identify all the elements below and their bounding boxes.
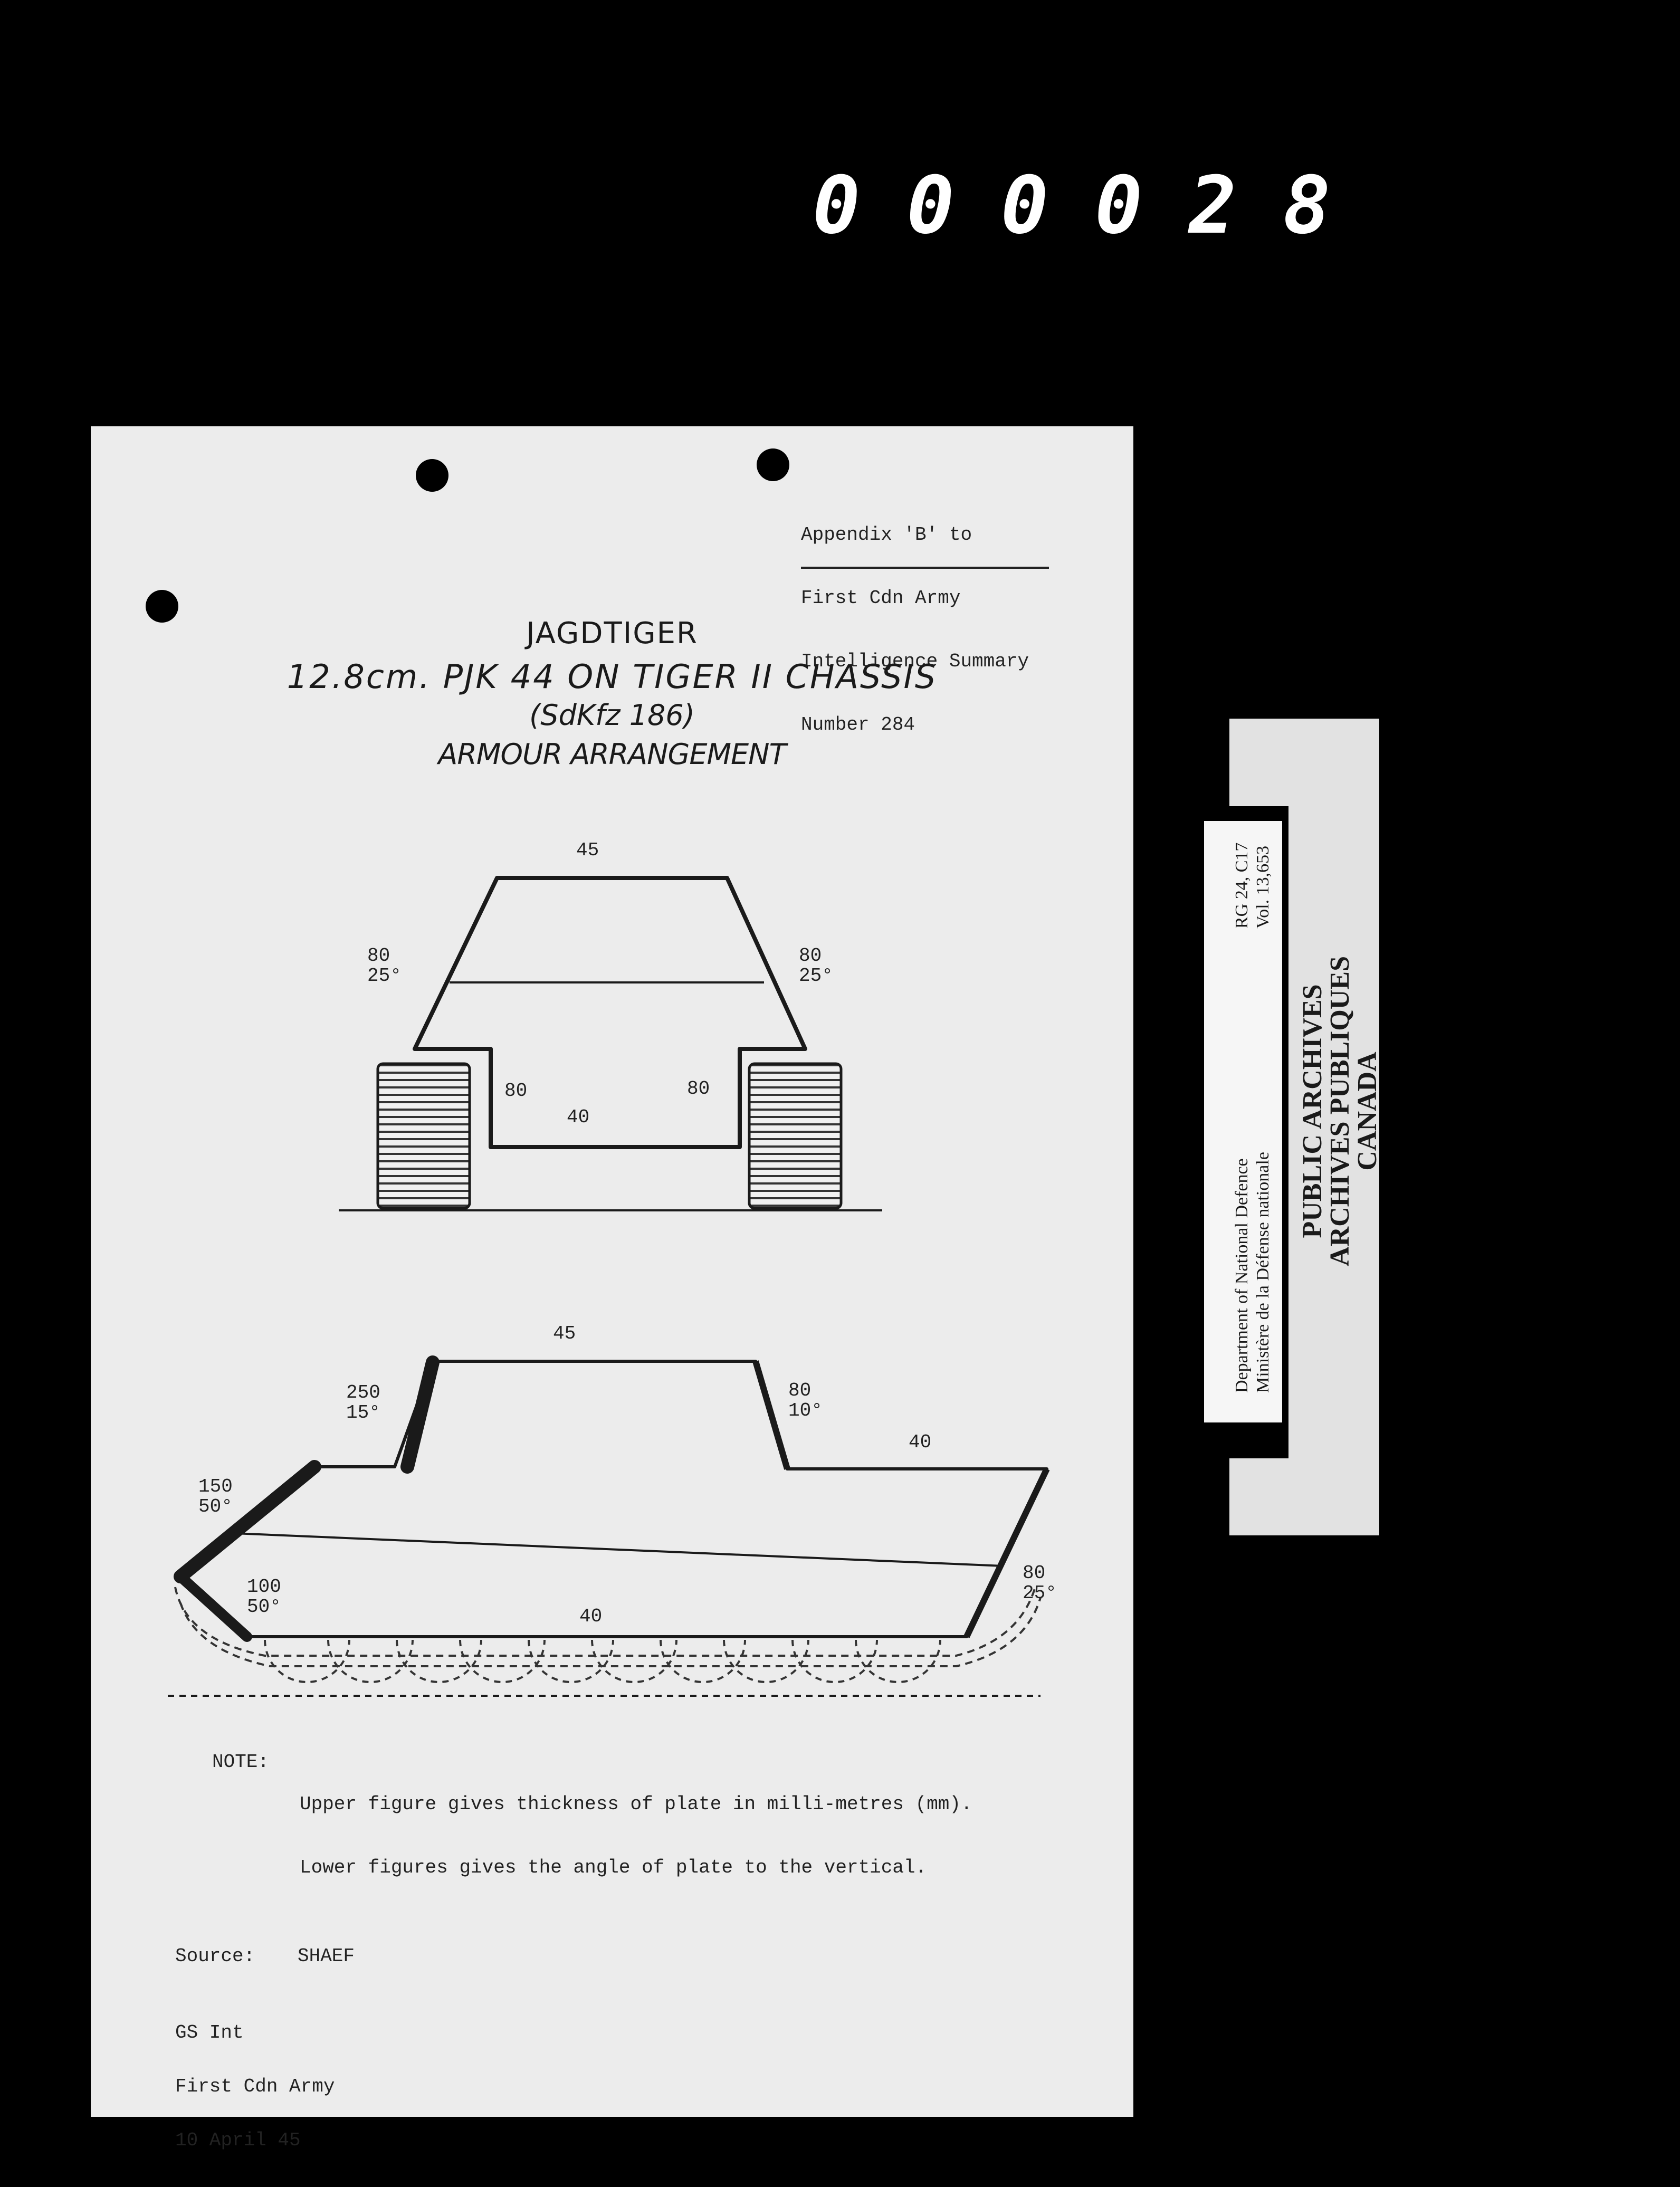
source-value: SHAEF xyxy=(298,1945,355,1967)
appendix-line: Appendix 'B' to xyxy=(801,524,972,546)
stamp-country: CANADA xyxy=(1352,1052,1382,1171)
signature-line: First Cdn Army xyxy=(175,2076,335,2097)
upper-glacis-thickness: 150 xyxy=(198,1476,233,1497)
archive-stamp-card xyxy=(1204,821,1282,1422)
title-gun: 12.8cm. PJK 44 ON TIGER II CHASSIS xyxy=(287,657,938,696)
upper-glacis-plate xyxy=(174,1460,321,1583)
stamp-pa-en: PUBLIC ARCHIVES xyxy=(1297,984,1328,1238)
front-right-thickness: 80 xyxy=(799,945,822,967)
punch-hole xyxy=(416,459,448,492)
side-hull-outline xyxy=(179,1360,1048,1638)
front-top-thickness: 45 xyxy=(576,839,599,861)
source-label: Source: xyxy=(175,1945,255,1967)
road-wheels-dashed xyxy=(264,1639,941,1683)
left-track xyxy=(376,1062,471,1210)
stamp-department: Department of National Defence Ministère… xyxy=(1232,1152,1274,1393)
front-bottom-thickness: 40 xyxy=(567,1106,590,1128)
title-subject: ARMOUR ARRANGEMENT xyxy=(438,738,786,771)
mantlet-angle: 15° xyxy=(346,1402,380,1424)
rear-superstructure-plate xyxy=(752,1360,790,1470)
rear-hull-thickness: 80 xyxy=(1023,1562,1046,1584)
appendix-line: First Cdn Army xyxy=(801,587,961,609)
armour-diagram xyxy=(168,876,1050,1697)
front-left-angle: 25° xyxy=(367,965,402,987)
front-right-side-thickness: 80 xyxy=(687,1078,710,1100)
signature-line: GS Int xyxy=(175,2022,244,2043)
stamp-dept-fr: Ministère de la Défense nationale xyxy=(1253,1152,1273,1393)
front-hull-outline xyxy=(413,876,807,1149)
title-designation: (SdKfz 186) xyxy=(529,699,695,732)
front-right-angle: 25° xyxy=(799,965,833,987)
track-outline-dashed xyxy=(179,1597,1042,1667)
punch-hole xyxy=(757,448,789,481)
note-text: Upper figure gives thickness of plate in… xyxy=(300,1752,972,1921)
stamp-dept-en: Department of National Defence xyxy=(1232,1158,1252,1393)
lower-glacis-angle: 50° xyxy=(247,1596,281,1618)
belly-thickness: 40 xyxy=(579,1606,603,1627)
side-view-figure xyxy=(168,1355,1050,1697)
stamp-record-group: RG 24, C17 Vol. 13,653 xyxy=(1232,843,1274,929)
title-vehicle: JAGDTIGER xyxy=(526,616,698,651)
mantlet-plate xyxy=(400,1355,440,1474)
side-plate-line xyxy=(234,1532,1004,1567)
note-line: Lower figures gives the angle of plate t… xyxy=(300,1857,927,1878)
front-view-figure xyxy=(339,876,882,1211)
appendix-line: Number 284 xyxy=(801,714,915,736)
note-line: Upper figure gives thickness of plate in… xyxy=(300,1793,972,1815)
stamp-vol: Vol. 13,653 xyxy=(1253,845,1273,929)
upper-glacis-angle: 50° xyxy=(198,1496,233,1517)
rear-superstructure-thickness: 80 xyxy=(788,1380,812,1401)
stamp-rg: RG 24, C17 xyxy=(1232,842,1252,929)
right-track xyxy=(748,1062,843,1210)
deck-thickness: 40 xyxy=(909,1431,932,1453)
document-page: Appendix 'B' to First Cdn Army Intellige… xyxy=(91,426,1133,2150)
signature-line: 10 April 45 xyxy=(175,2129,301,2151)
side-roof-thickness: 45 xyxy=(553,1323,576,1344)
punch-hole xyxy=(146,590,178,623)
front-left-thickness: 80 xyxy=(367,945,390,967)
rear-hull-angle: 25° xyxy=(1023,1582,1057,1604)
lower-glacis-plate xyxy=(175,1571,252,1642)
appendix-line: Intelligence Summary xyxy=(801,651,1029,672)
appendix-reference: Appendix 'B' to First Cdn Army Intellige… xyxy=(801,482,1029,778)
note-label: NOTE: xyxy=(212,1751,270,1773)
rear-superstructure-angle: 10° xyxy=(788,1400,823,1421)
frame-number: 000028 xyxy=(813,160,1377,252)
front-left-side-thickness: 80 xyxy=(504,1080,528,1102)
appendix-underline xyxy=(801,567,1049,569)
stamp-pa-fr: ARCHIVES PUBLIQUES xyxy=(1325,956,1355,1266)
lower-glacis-thickness: 100 xyxy=(247,1576,281,1598)
track-outline-dashed xyxy=(174,1587,1036,1657)
mantlet-thickness: 250 xyxy=(346,1382,380,1403)
rear-hull-plate xyxy=(963,1467,1050,1638)
stamp-public-archives: PUBLIC ARCHIVES ARCHIVES PUBLIQUES CANAD… xyxy=(1297,956,1382,1266)
signature-block: GS Int First Cdn Army 10 April 45 xyxy=(175,1988,335,2185)
